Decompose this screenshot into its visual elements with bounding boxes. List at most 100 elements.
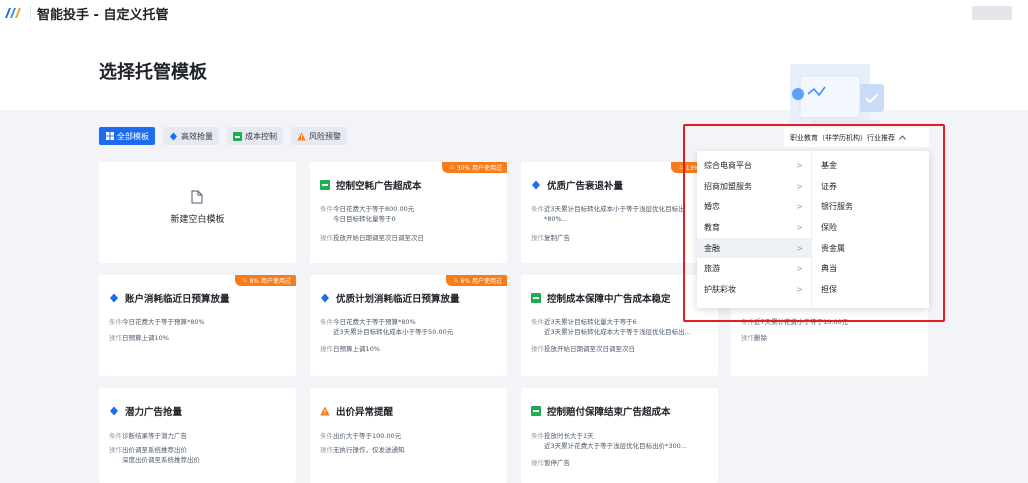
tab-cost-control[interactable]: 成本控制 (227, 127, 283, 145)
industry-category-item[interactable]: 综合电商平台> (704, 160, 803, 170)
industry-category-item[interactable]: 旅游> (704, 264, 803, 274)
condition-row: 条件 诊断结果等于潜力广告 (109, 432, 187, 440)
chevron-right-icon: > (796, 181, 803, 191)
action-row: 操作 日预算上调10% (320, 345, 380, 353)
industry-category-list: 综合电商平台> 招商加盟服务> 婚恋> 教育> 金融> 旅游> 护肤彩妆> (697, 151, 812, 308)
template-card[interactable]: 出价异常提醒 条件 出价大于等于100.00元 操作 无执行操作，仅发送通知 (310, 388, 507, 483)
action-row: 操作 出价调至系统推荐出价深度出价调至系统推荐出价 (109, 446, 200, 464)
fire-icon: ♨ (453, 277, 461, 284)
diamond-icon (109, 293, 119, 303)
template-card[interactable]: 控制赔付保障结束广告超成本 条件 投放时长大于1天近3天累计花费大于等于浅层优化… (521, 388, 718, 483)
template-card[interactable]: ♨ 8% 用户使用过 账户消耗临近日预算放量 条件 今日花费大于等于预算*80%… (99, 275, 296, 376)
industry-subcategory-item[interactable]: 担保 (821, 284, 837, 294)
industry-category-item-selected[interactable]: 金融> (697, 237, 811, 259)
cost-icon (531, 293, 541, 303)
industry-subcategory-list: 基金 证券 银行服务 保险 贵金属 典当 担保 (812, 151, 929, 308)
chevron-right-icon: > (796, 222, 803, 232)
condition-row: 条件 出价大于等于100.00元 (320, 432, 402, 440)
template-title: 账户消耗临近日预算放量 (109, 291, 230, 305)
tab-risk-warning[interactable]: 风险预警 (291, 127, 347, 145)
industry-subcategory-item[interactable]: 基金 (821, 160, 837, 170)
condition-row: 条件 今日花费大于等于预算*80% (109, 318, 205, 326)
fire-icon: ♨ (678, 164, 686, 171)
fire-icon: ♨ (449, 164, 457, 171)
industry-selector-value: 职业教育（非学历机构）行业推荐 (790, 133, 895, 142)
industry-category-item[interactable]: 护肤彩妆> (704, 284, 803, 294)
cost-icon (320, 180, 330, 190)
tab-label: 风险预警 (309, 131, 341, 141)
template-title: 控制赔付保障结束广告超成本 (531, 404, 671, 418)
template-filter-tabs: 全部模板 高效抢量 成本控制 风险预警 (99, 127, 347, 145)
tab-label: 成本控制 (245, 131, 277, 141)
industry-dropdown: 综合电商平台> 招商加盟服务> 婚恋> 教育> 金融> 旅游> 护肤彩妆> 基金… (697, 151, 929, 308)
diamond-icon (531, 180, 541, 190)
chevron-right-icon: > (796, 160, 803, 170)
industry-subcategory-item[interactable]: 证券 (821, 181, 837, 191)
action-row: 操作 投放开始日期调至次日调至次日 (320, 234, 424, 242)
template-card[interactable]: ♨ 6% 用户使用过 优质计划消耗临近日预算放量 条件 今日花费大于等于预算*8… (310, 275, 507, 376)
hero-illustration-icon (790, 64, 884, 126)
annotation-highlight-box (683, 124, 945, 322)
action-row: 操作 无执行操作，仅发送通知 (320, 446, 405, 454)
app-logo-icon (0, 0, 26, 26)
template-title: 出价异常提醒 (320, 404, 393, 418)
template-card[interactable]: ♨ 13% 用户 优质广告衰退补量 条件 近3天累计目标转化成本小于等于浅层优化… (521, 162, 718, 263)
action-row: 操作 删除 (741, 334, 767, 342)
action-row: 操作 暂停广告 (531, 459, 570, 467)
diamond-icon (109, 406, 119, 416)
cost-icon (233, 131, 242, 141)
tab-label: 全部模板 (117, 131, 149, 141)
condition-row: 条件 近3天累计目标转化成本小于等于浅层优化目标出*80%... (531, 205, 685, 223)
action-row: 操作 投放开始日期调至次日调至次日 (531, 345, 635, 353)
fire-icon: ♨ (242, 277, 250, 284)
new-document-icon (191, 190, 203, 204)
industry-subcategory-item[interactable]: 典当 (821, 264, 837, 274)
tab-high-volume[interactable]: 高效抢量 (163, 127, 219, 145)
usage-badge: ♨ 6% 用户使用过 (446, 275, 507, 286)
new-template-label: 新建空白模板 (170, 215, 225, 225)
template-card[interactable]: 潜力广告抢量 条件 诊断结果等于潜力广告 操作 出价调至系统推荐出价深度出价调至… (99, 388, 296, 483)
template-card[interactable]: ♨ 30% 用户使用过 控制空耗广告超成本 条件 今日花费大于等于800.00元… (310, 162, 507, 263)
template-title: 潜力广告抢量 (109, 404, 182, 418)
template-title: 控制成本保障中广告成本稳定 (531, 291, 671, 305)
chevron-right-icon: > (796, 284, 803, 294)
template-title: 优质计划消耗临近日预算放量 (320, 291, 460, 305)
tab-all-templates[interactable]: 全部模板 (99, 127, 155, 145)
condition-row: 条件 今日花费大于等于800.00元今日目标转化量等于0 (320, 205, 415, 223)
template-title: 控制空耗广告超成本 (320, 178, 422, 192)
top-bar: 智能投手 - 自定义托管 (0, 0, 1028, 26)
condition-row: 条件 近7天累计花费小于等于10.00元 (741, 318, 849, 326)
chevron-up-icon (899, 134, 906, 142)
app-title: 智能投手 - 自定义托管 (37, 7, 169, 23)
industry-selector[interactable]: 职业教育（非学历机构）行业推荐 (784, 128, 929, 147)
user-avatar[interactable] (972, 6, 1012, 20)
grid-icon (105, 132, 114, 141)
industry-category-item[interactable]: 婚恋> (704, 202, 803, 212)
hero-banner (0, 26, 1028, 126)
chevron-right-icon: > (796, 202, 803, 212)
tab-label: 高效抢量 (181, 131, 213, 141)
warning-icon (320, 406, 330, 416)
industry-subcategory-item[interactable]: 保险 (821, 222, 837, 232)
condition-row: 条件 今日花费大于等于预算*80%近3天累计目标转化成本小于等于50.00元 (320, 318, 454, 336)
industry-subcategory-item[interactable]: 银行服务 (821, 202, 853, 212)
action-row: 操作 日预算上调10% (109, 334, 169, 342)
page-title: 选择托管模板 (99, 62, 207, 83)
industry-category-item[interactable]: 教育> (704, 222, 803, 232)
industry-subcategory-item[interactable]: 贵金属 (821, 243, 845, 253)
template-title: 优质广告衰退补量 (531, 178, 623, 192)
header-divider (30, 6, 31, 20)
chevron-right-icon: > (796, 264, 803, 274)
industry-category-item[interactable]: 招商加盟服务> (704, 181, 803, 191)
chevron-right-icon: > (796, 243, 803, 253)
new-blank-template-card[interactable]: 新建空白模板 (99, 162, 296, 263)
diamond-icon (320, 293, 330, 303)
action-row: 操作 复制广告 (531, 234, 570, 242)
warning-icon (297, 132, 306, 141)
condition-row: 条件 投放时长大于1天近3天累计花费大于等于浅层优化目标出价*300... (531, 432, 687, 450)
usage-badge: ♨ 30% 用户使用过 (442, 162, 507, 173)
usage-badge: ♨ 8% 用户使用过 (235, 275, 296, 286)
cost-icon (531, 406, 541, 416)
